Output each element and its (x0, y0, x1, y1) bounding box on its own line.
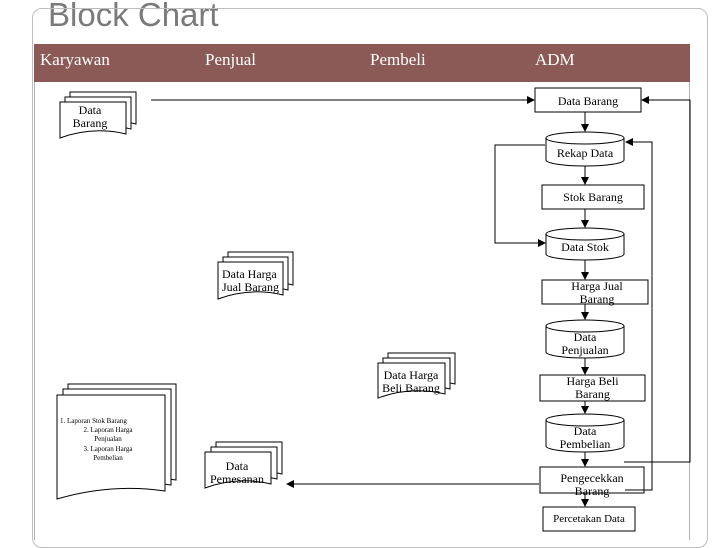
laporan-item-3: 3. Laporan Harga Pembelian (83, 445, 133, 462)
harga-jual-barang-label: Harga Jual Barang (571, 279, 623, 306)
pengecekkan-barang-process (539, 466, 645, 494)
laporan-document (56, 383, 177, 500)
data-pembelian-label: Data Pembelian (559, 424, 611, 451)
harga-beli-barang-label: Harga Beli Barang (566, 374, 619, 401)
lane-penjual: Penjual (205, 50, 256, 69)
connector-arrow (494, 144, 546, 247)
laporan-item-1: 1. Laporan Stok Barang (60, 417, 127, 425)
stok-barang-label: Stok Barang (563, 190, 623, 204)
pengecekkan-barang-label: Pengecekkan Barang (560, 471, 624, 498)
data-harga-beli-label: Data Harga Beli Barang (382, 368, 440, 395)
swimlane-header-bar (34, 44, 690, 82)
data-stok-label: Data Stok (561, 240, 609, 254)
rekap-data-label: Rekap Data (556, 146, 614, 160)
data-pemesanan-label: Data Pemesanan (210, 459, 264, 486)
laporan-item-2: 2. Laporan Harga Penjualan (83, 426, 133, 443)
percetakan-data-label: Percetakan Data (553, 513, 625, 525)
connector-arrow (624, 96, 691, 463)
data-harga-jual-document (217, 251, 294, 300)
lane-pembeli: Pembeli (370, 50, 426, 69)
lane-karyawan: Karyawan (40, 50, 110, 69)
data-barang-process-label: Data Barang (557, 94, 619, 108)
connector-arrow (625, 138, 653, 491)
harga-jual-barang-process (541, 279, 649, 305)
data-barang-document-label: Data Barang (72, 103, 108, 130)
data-barang-document (59, 91, 137, 139)
harga-beli-barang-process (539, 374, 646, 402)
data-penjualan-label: Data Penjualan (561, 330, 609, 357)
lane-divider (34, 82, 35, 540)
percetakan-data-process (542, 506, 636, 532)
data-harga-beli-document (377, 352, 456, 399)
rekap-data-database (545, 131, 625, 167)
stok-barang-process (541, 184, 645, 210)
slide-title: Block Chart (48, 0, 219, 33)
data-stok-database (545, 227, 625, 261)
data-pemesanan-document (204, 441, 283, 489)
data-pembelian-database (545, 413, 625, 453)
lane-adm: ADM (535, 50, 575, 69)
data-harga-jual-label: Data Harga Jual Barang (222, 267, 279, 294)
data-penjualan-database (545, 319, 625, 359)
